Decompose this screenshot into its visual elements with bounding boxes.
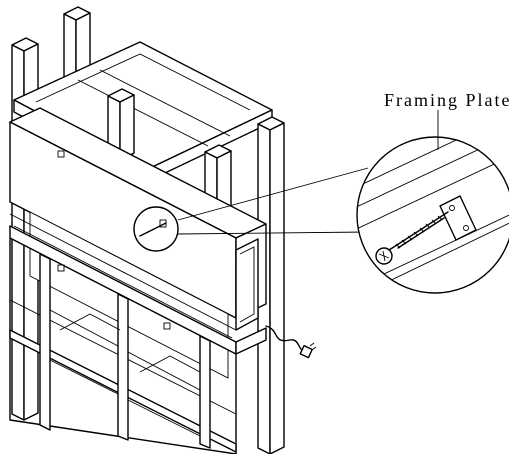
leader-line-bottom xyxy=(177,231,369,235)
fireplace-unit xyxy=(9,107,267,379)
magnified-detail xyxy=(356,136,509,294)
screw xyxy=(375,211,449,265)
detail-marker-circle xyxy=(133,206,179,252)
framing-plate xyxy=(439,195,477,241)
framing-plate-label: Framing Plate xyxy=(384,90,509,110)
power-cord xyxy=(265,325,317,359)
base-frame xyxy=(9,237,237,454)
front-mid-post-1 xyxy=(107,88,135,161)
leader-line-top xyxy=(177,167,369,221)
